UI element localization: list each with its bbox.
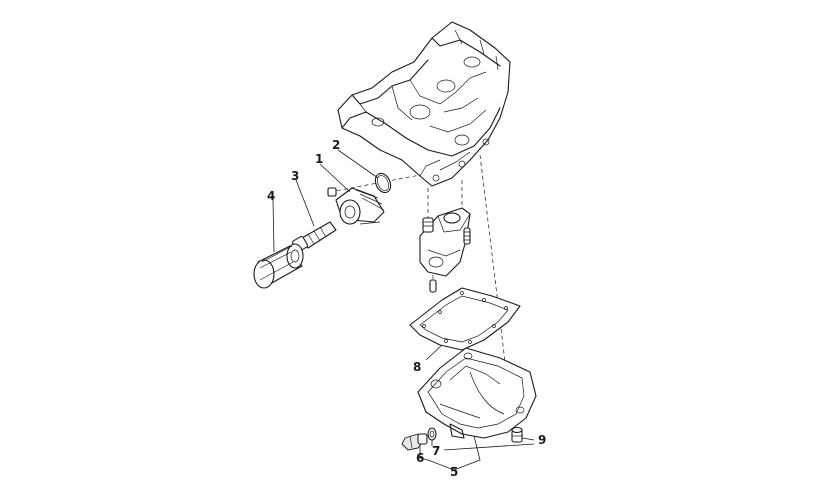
callout-1: 1 (315, 152, 323, 166)
drain-bolt (401, 433, 428, 451)
pan-bolt (511, 426, 523, 443)
callout-9: 9 (538, 433, 546, 447)
oil-filter (253, 243, 304, 289)
callout-labels: 1 2 3 4 5 6 7 8 9 (267, 138, 546, 479)
callout-4: 4 (267, 189, 275, 203)
callout-8: 8 (413, 360, 421, 374)
callout-2: 2 (332, 138, 340, 152)
callout-6: 6 (416, 451, 424, 465)
oil-pan-gasket (409, 287, 521, 351)
sealing-washer (427, 427, 437, 441)
oil-cooler (327, 187, 385, 225)
gasket-holes (422, 291, 508, 344)
o-ring (374, 172, 392, 194)
callout-3: 3 (291, 169, 299, 183)
oil-strainer-assembly (419, 207, 471, 293)
oil-pan (417, 347, 537, 439)
leader-lines (272, 149, 535, 471)
callout-7: 7 (432, 444, 440, 458)
callout-5: 5 (450, 465, 458, 479)
crankcase (337, 21, 511, 187)
union-bolt (291, 221, 337, 253)
